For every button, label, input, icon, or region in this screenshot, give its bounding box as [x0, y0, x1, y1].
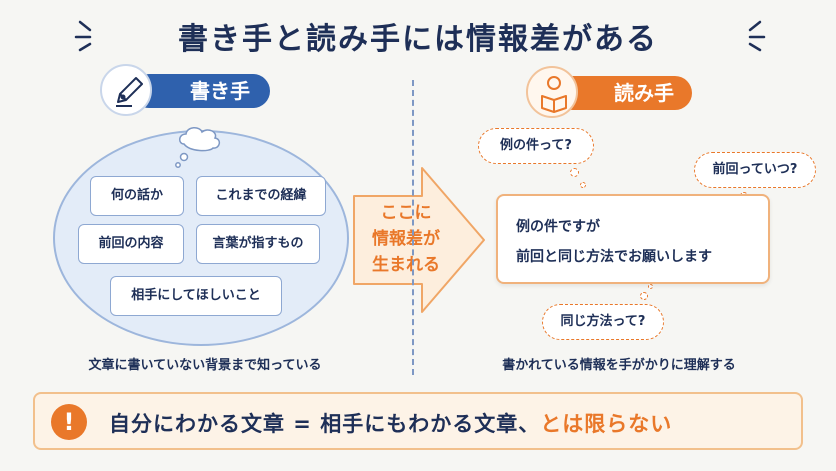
writer-badge — [100, 64, 152, 116]
bubble-dot — [640, 292, 648, 300]
reader-badge — [526, 66, 578, 118]
arrow-text-line: 情報差が — [372, 229, 440, 249]
left-sparkle-icon — [74, 20, 92, 52]
writer-label: 書き手 — [132, 74, 270, 108]
page-title: 書き手と読み手には情報差がある — [178, 22, 658, 57]
arrow-text-line: ここに — [380, 203, 432, 223]
writer-item: 相手にしてほしいこと — [110, 276, 282, 316]
reader-caption: 書かれている情報を手がかりに理解する — [502, 358, 736, 373]
reader-label: 読み手 — [556, 76, 692, 110]
question-bubble: 同じ方法って? — [542, 304, 664, 340]
arrow-text: ここに 情報差が 生まれる — [356, 200, 456, 278]
bubble-dot — [580, 182, 586, 188]
bubble-dot — [648, 284, 653, 289]
exclamation-icon: ! — [51, 404, 87, 440]
writer-item: これまでの経緯 — [196, 176, 326, 216]
question-bubble: 前回っていつ? — [694, 152, 816, 188]
reader-message-box: 例の件ですが 前回と同じ方法でお願いします — [496, 194, 770, 284]
person-reading-icon — [541, 76, 567, 113]
banner-accent-text: とは限らない — [540, 412, 673, 436]
writer-item: 何の話か — [90, 176, 184, 216]
message-line: 例の件ですが — [516, 219, 600, 235]
question-bubble: 例の件って? — [478, 128, 594, 164]
arrow-text-line: 生まれる — [372, 255, 440, 275]
info-gap-arrow — [353, 167, 485, 313]
center-divider — [412, 80, 414, 375]
conclusion-banner: ! 自分にわかる文章 = 相手にもわかる文章、とは限らない — [33, 392, 803, 450]
writer-caption: 文章に書いていない背景まで知っている — [88, 358, 322, 373]
banner-main-text: 自分にわかる文章 = 相手にもわかる文章、 — [109, 412, 541, 436]
thought-cloud-icon — [175, 127, 221, 168]
bubble-dot — [570, 168, 579, 177]
writer-item: 言葉が指すもの — [196, 224, 320, 264]
fountain-pen-icon — [116, 77, 143, 107]
message-line: 前回と同じ方法でお願いします — [516, 249, 712, 265]
right-sparkle-icon — [748, 20, 766, 52]
banner-text: 自分にわかる文章 = 相手にもわかる文章、とは限らない — [109, 408, 672, 438]
writer-item: 前回の内容 — [78, 224, 184, 264]
